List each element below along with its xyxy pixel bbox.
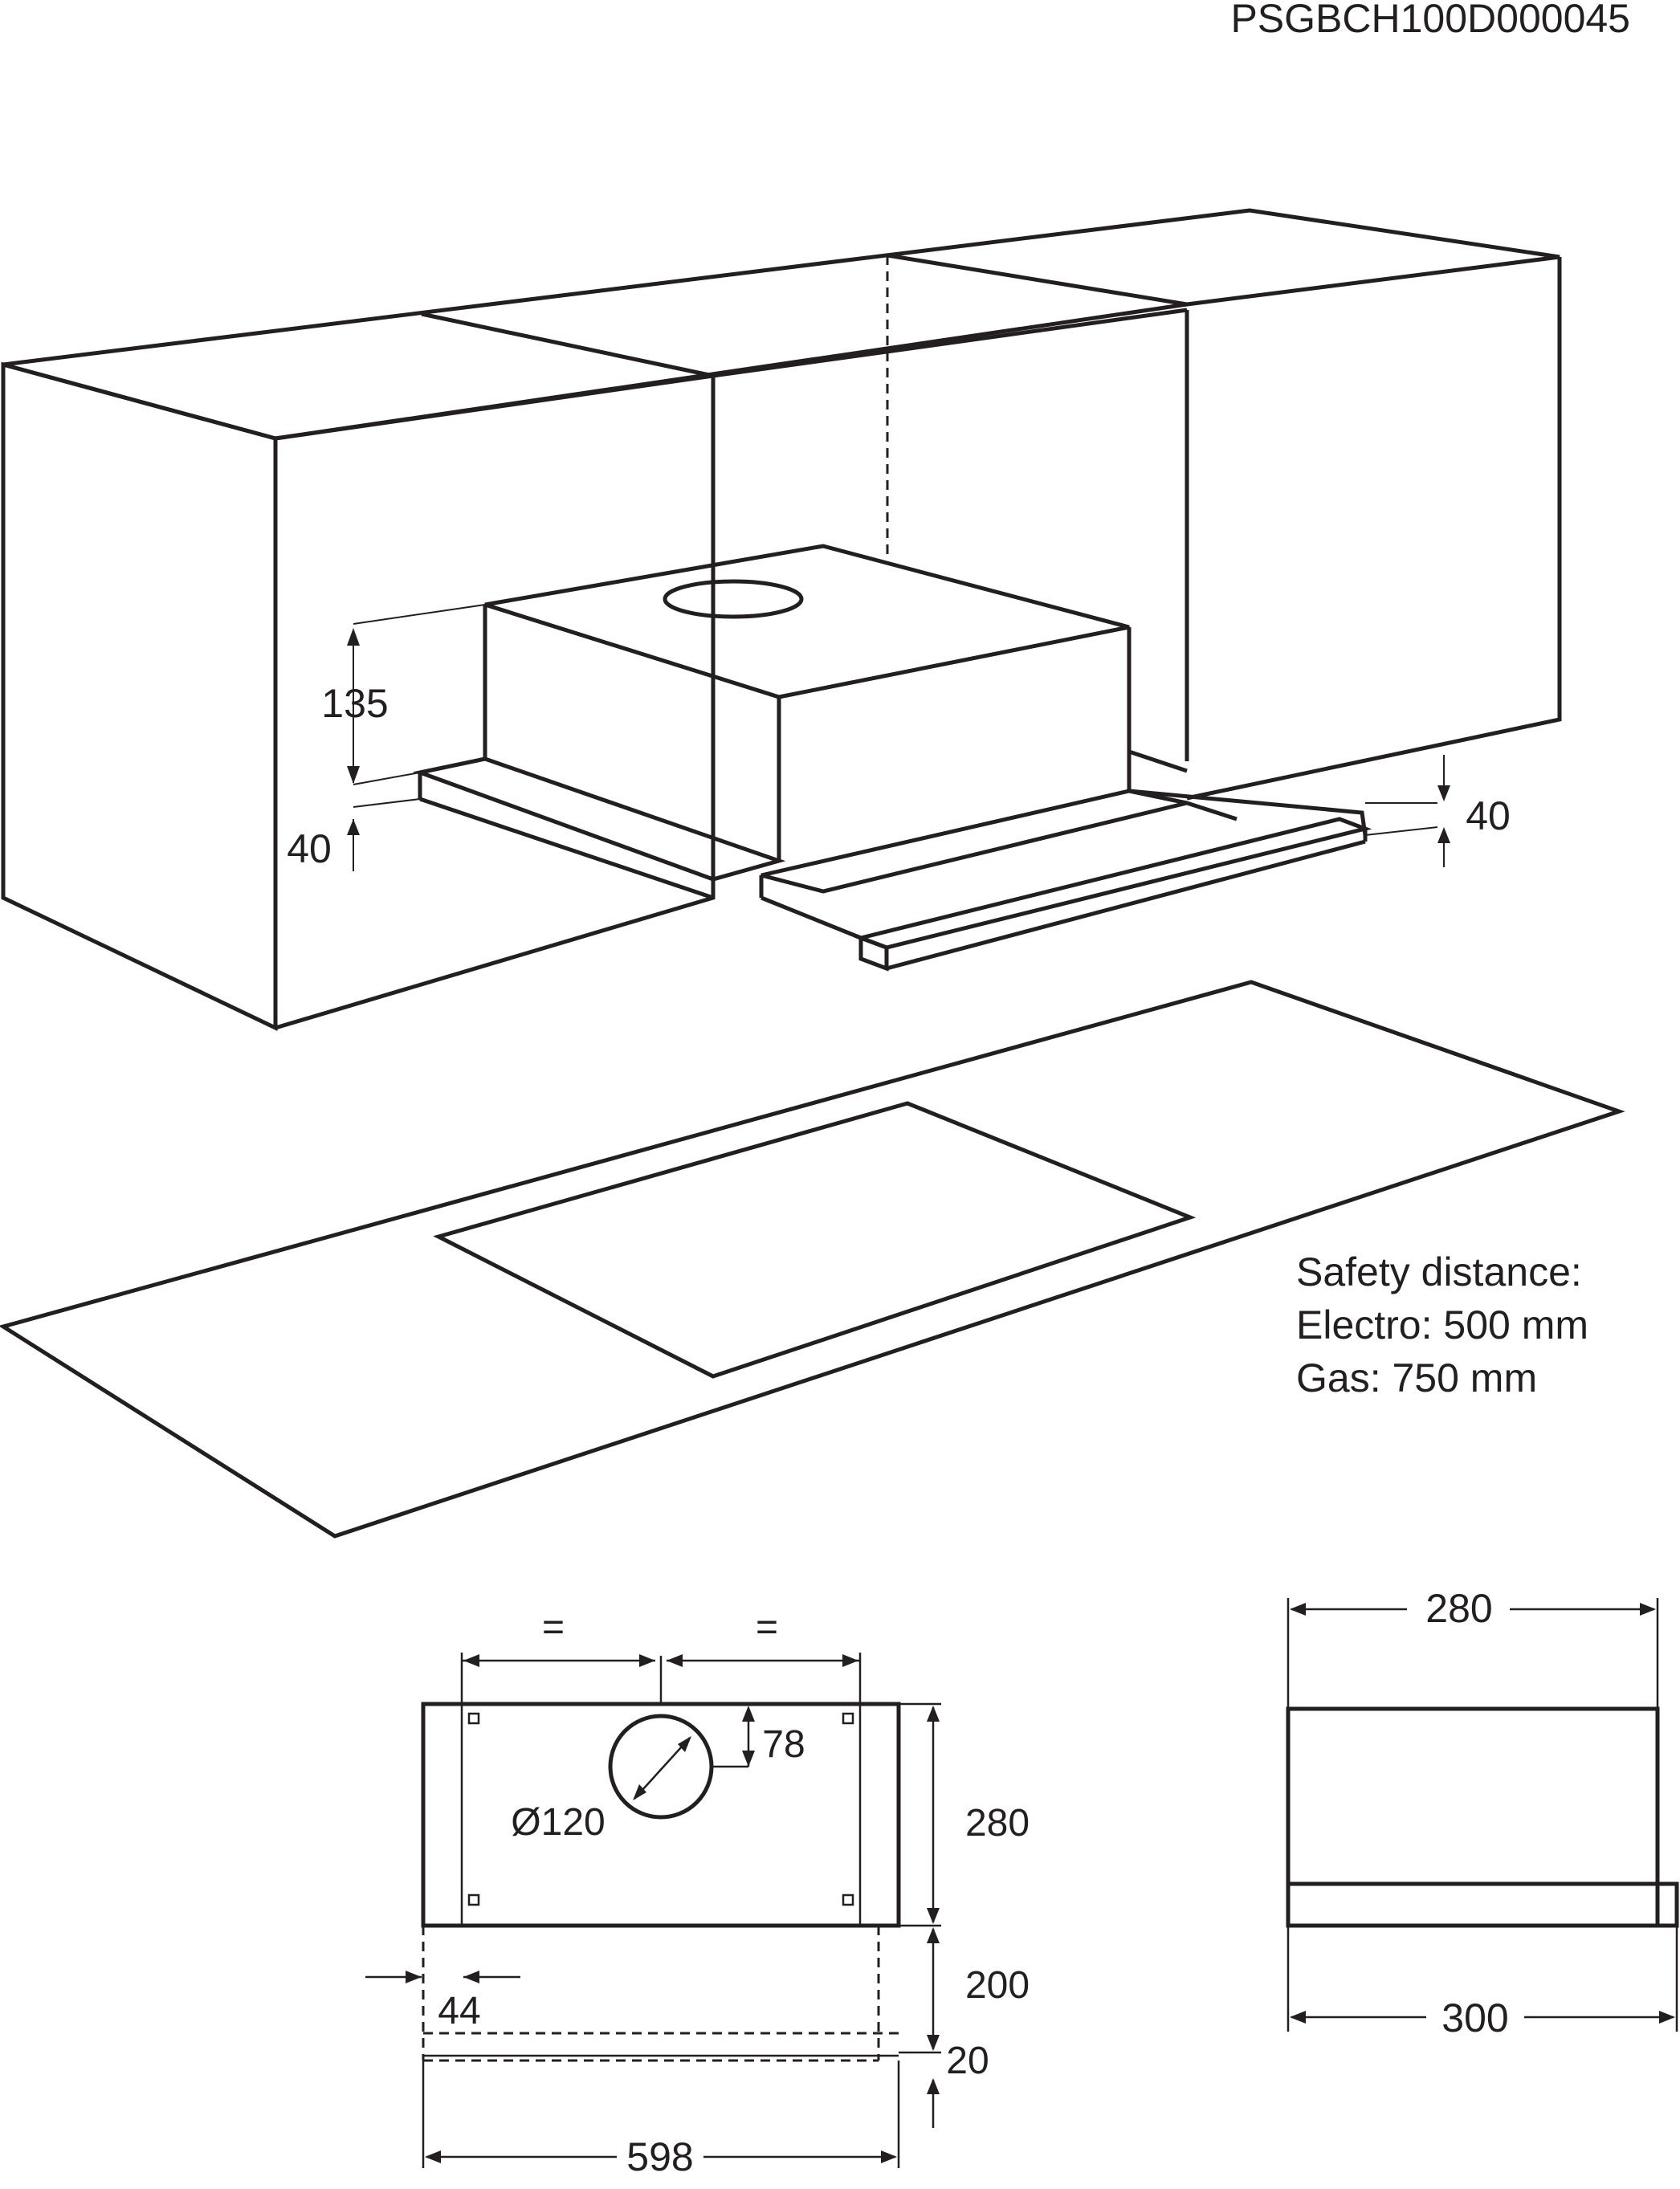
dim-44-label: 44 (438, 1990, 480, 2032)
right-cabinet-side (1186, 257, 1562, 801)
side-view-drawer (1286, 1881, 1679, 1928)
safety-gas: Gas: 750 mm (1296, 1355, 1537, 1400)
equal-left-label: = (542, 1606, 565, 1649)
safety-heading: Safety distance: (1296, 1249, 1582, 1294)
hood-top (484, 544, 1130, 699)
equal-right-label: = (756, 1606, 778, 1649)
safety-electro: Electro: 500 mm (1296, 1302, 1588, 1347)
dim-20-label: 20 (946, 2040, 989, 2082)
equal-arrow-4 (842, 1654, 858, 1667)
dim-598-arrow-left (425, 2150, 441, 2163)
dim-135-arrow-down (347, 766, 360, 784)
perspective-dimensions: 135 40 40 (287, 604, 1511, 871)
dim-40-right-label: 40 (1466, 793, 1511, 838)
side-300-arrow-right (1659, 2011, 1675, 2024)
dim-diameter-label: Ø120 (511, 1801, 605, 1844)
diameter-line (634, 1737, 691, 1800)
extended-bar-bottom (886, 839, 1366, 971)
opening-back-top (712, 308, 1188, 378)
side-280-arrow-left (1290, 1603, 1306, 1616)
left-cabinet-side (275, 373, 716, 1030)
frame-link (760, 895, 862, 940)
dim-78-label: 78 (762, 1723, 805, 1766)
extended-bar-side (858, 935, 889, 972)
document-code: PSGBCH100D000045 (1230, 0, 1630, 41)
front-bar (760, 789, 1188, 894)
dim-40-left-ext (353, 798, 421, 808)
dim-280-arrow-up (927, 1706, 940, 1722)
extended-bar (854, 817, 1372, 950)
safety-note: Safety distance: Electro: 500 mm Gas: 75… (1296, 1249, 1588, 1400)
screw-bottom-left (467, 1893, 480, 1906)
left-rail-bottom (419, 797, 714, 900)
side-view: 280 300 (1286, 1586, 1679, 2040)
dim-135-arrow-up (347, 628, 360, 646)
dim-78-arrow-up (742, 1706, 755, 1722)
worktop (0, 980, 1625, 1539)
duct-outlet (663, 579, 804, 619)
dim-40-right-arrow-up (1437, 827, 1450, 843)
diameter-arrow-b (633, 1784, 646, 1800)
dim-135-ext-bottom (353, 772, 421, 785)
side-300-label: 300 (1441, 1995, 1508, 2040)
cabinet-top (2, 208, 1560, 441)
wall-cabinets (1, 208, 1562, 1031)
dim-135-label: 135 (321, 681, 388, 726)
dim-40-right-arrow-down (1437, 785, 1450, 801)
screw-top-left (467, 1712, 480, 1725)
side-view-outline (1286, 1706, 1660, 1928)
duct-circle (608, 1714, 714, 1820)
left-rail (412, 756, 786, 882)
dim-200-arrow-up (927, 1927, 940, 1943)
dim-135-ext-top (353, 604, 486, 625)
hood-frame (412, 749, 1372, 972)
front-view-outline (421, 1702, 901, 1928)
left-cabinet-front (1, 361, 278, 1031)
side-280-arrow-right (1640, 1603, 1656, 1616)
dim-280-arrow-down (927, 1908, 940, 1924)
equal-arrow-2 (639, 1654, 655, 1667)
side-300-arrow-left (1290, 2011, 1306, 2024)
dim-20-arrow-up (927, 2078, 940, 2094)
right-rail-top (1128, 749, 1188, 773)
dim-40-left-label: 40 (287, 826, 332, 871)
dim-598-arrow-right (881, 2150, 897, 2163)
dim-40-left-arrow (347, 819, 360, 835)
dim-40-right-ext-bottom (1364, 826, 1438, 836)
hob (433, 1101, 1197, 1379)
dim-200-arrow-down (927, 2035, 940, 2051)
equal-arrow-3 (667, 1654, 683, 1667)
diameter-arrow-a (678, 1736, 691, 1752)
screw-bottom-right (842, 1893, 854, 1906)
dim-280-front-label: 280 (965, 1802, 1030, 1845)
right-rail-inner (1186, 801, 1238, 821)
dim-78-arrow-down (742, 1751, 755, 1767)
cabinet-seam-right (887, 253, 1188, 307)
dim-200-label: 200 (965, 1964, 1030, 2007)
cabinet-seam-left (421, 312, 714, 378)
dim-598-label: 598 (626, 2134, 693, 2179)
screw-top-right (842, 1712, 854, 1725)
equal-arrow-1 (463, 1654, 479, 1667)
hood-body (483, 544, 1132, 861)
front-view: Ø120 78 = = 280 (365, 1606, 1030, 2179)
side-280-label: 280 (1425, 1586, 1492, 1631)
dim-44-arrow-right (463, 1971, 479, 1983)
dim-44-arrow-left (406, 1971, 422, 1983)
